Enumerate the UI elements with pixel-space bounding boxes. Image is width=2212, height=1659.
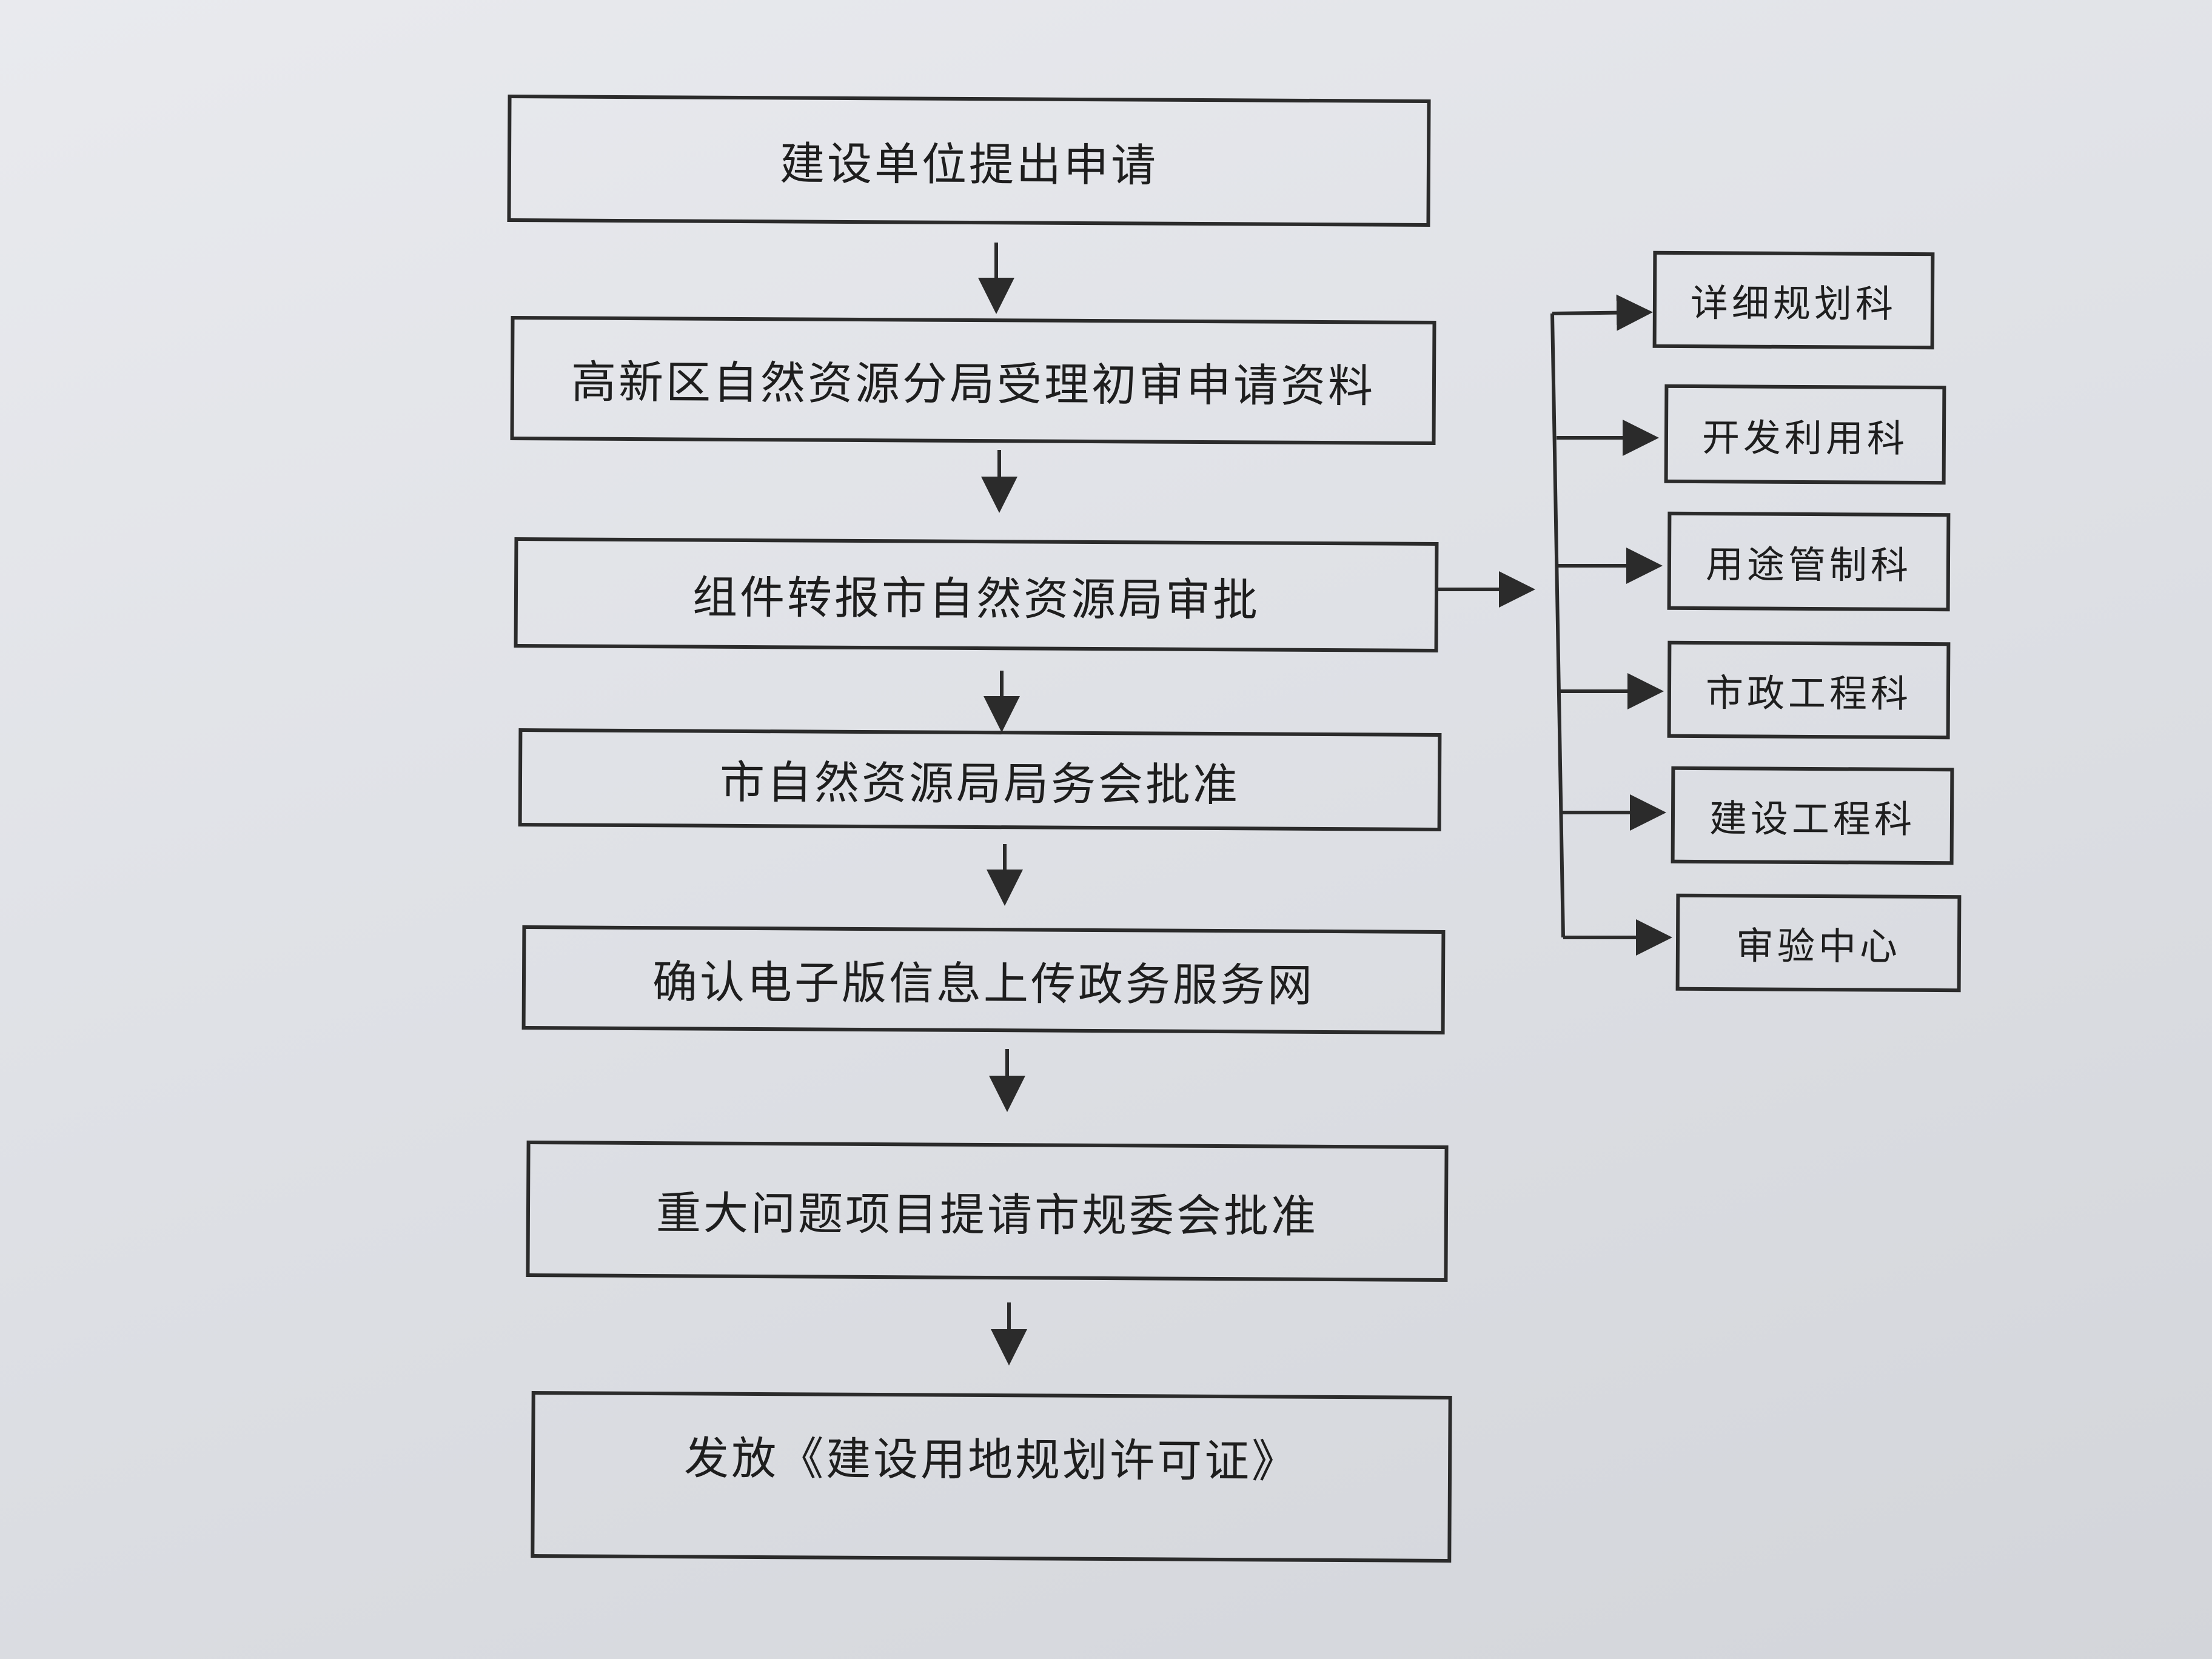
dept-use-control-label: 用途管制科 bbox=[1705, 542, 1912, 588]
step-issue-permit-label: 发放《建设用地规划许可证》 bbox=[683, 1432, 1299, 1488]
dept-construction-engineering-label: 建设工程科 bbox=[1709, 796, 1916, 842]
dept-detailed-planning-label: 详细规划科 bbox=[1690, 281, 1897, 326]
step-preliminary-review-label: 高新区自然资源分局受理初审申请资料 bbox=[571, 356, 1376, 413]
step-forward-for-approval-label: 组件转报市自然资源局审批 bbox=[692, 571, 1261, 626]
dept-inspection-center-label: 审验中心 bbox=[1735, 923, 1902, 969]
step-bureau-meeting-approval: 市自然资源局局务会批准 bbox=[518, 728, 1442, 831]
dept-detailed-planning: 详细规划科 bbox=[1652, 250, 1935, 350]
step-upload-electronic-info: 确认电子版信息上传政务服务网 bbox=[521, 925, 1446, 1034]
step-forward-for-approval: 组件转报市自然资源局审批 bbox=[514, 537, 1439, 652]
dept-inspection-center: 审验中心 bbox=[1675, 893, 1962, 993]
step-upload-electronic-info-label: 确认电子版信息上传政务服务网 bbox=[652, 956, 1315, 1012]
dept-municipal-engineering: 市政工程科 bbox=[1667, 640, 1951, 740]
step-planning-committee-approval: 重大问题项目提请市规委会批准 bbox=[526, 1141, 1449, 1282]
step-bureau-meeting-approval-label: 市自然资源局局务会批准 bbox=[719, 756, 1241, 811]
arrow-to-dept-1 bbox=[1552, 294, 1653, 331]
dept-development-utilization: 开发利用科 bbox=[1664, 384, 1946, 485]
branch-bus-line bbox=[1550, 313, 1565, 938]
step-submit-application: 建设单位提出申请 bbox=[507, 95, 1431, 227]
dept-development-utilization-label: 开发利用科 bbox=[1701, 415, 1909, 461]
step-issue-permit: 发放《建设用地规划许可证》 bbox=[531, 1391, 1452, 1563]
dept-use-control: 用途管制科 bbox=[1667, 511, 1951, 612]
step-preliminary-review: 高新区自然资源分局受理初审申请资料 bbox=[510, 316, 1436, 445]
step-planning-committee-approval-label: 重大问题项目提请市规委会批准 bbox=[655, 1187, 1319, 1243]
step-submit-application-label: 建设单位提出申请 bbox=[779, 137, 1159, 192]
dept-municipal-engineering-label: 市政工程科 bbox=[1705, 671, 1912, 716]
dept-construction-engineering: 建设工程科 bbox=[1671, 766, 1954, 865]
